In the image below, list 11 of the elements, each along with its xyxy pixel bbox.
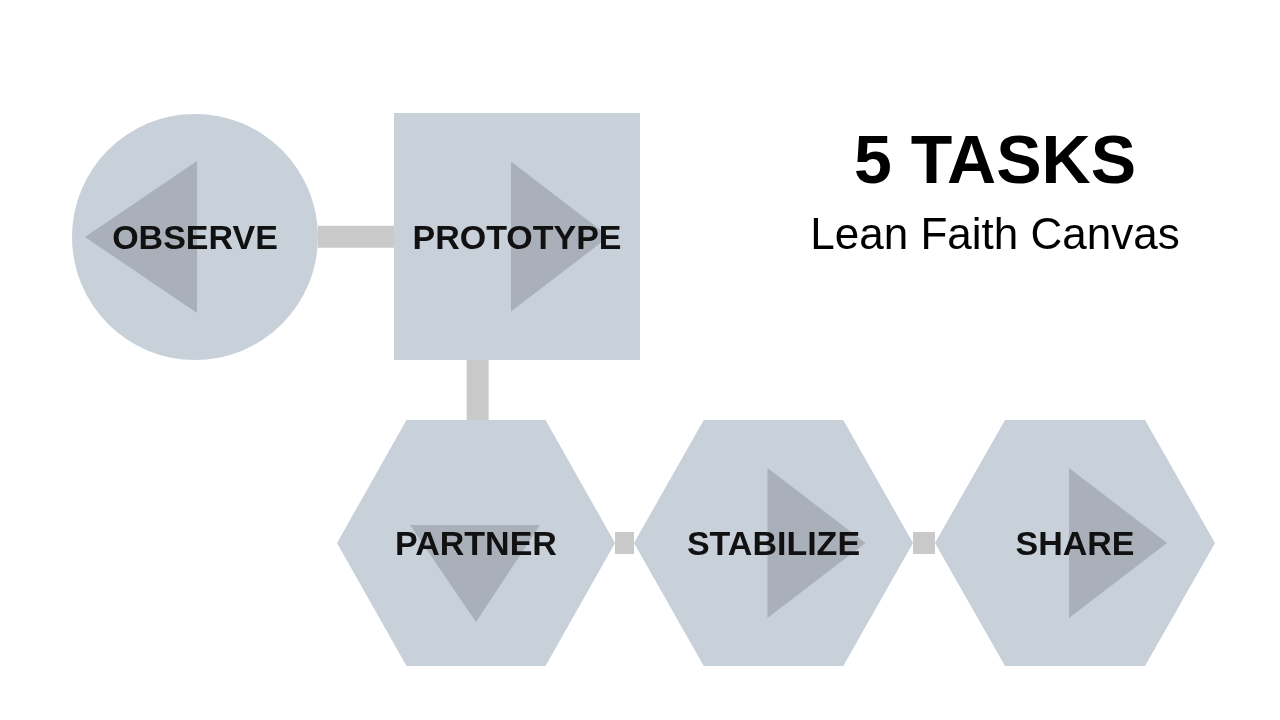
task-label: PROTOTYPE bbox=[412, 217, 622, 256]
connector-line bbox=[615, 532, 634, 554]
task-label: OBSERVE bbox=[112, 217, 278, 257]
title: 5 TASKS bbox=[853, 125, 1137, 193]
connector-line bbox=[913, 532, 935, 554]
task-label: STABILIZE bbox=[686, 523, 861, 563]
subtitle: Lean Faith Canvas bbox=[810, 212, 1180, 256]
connector-line bbox=[466, 360, 489, 420]
task-label: PARTNER bbox=[395, 523, 557, 563]
connector-line bbox=[318, 225, 394, 248]
task-label: SHARE bbox=[1015, 523, 1135, 563]
